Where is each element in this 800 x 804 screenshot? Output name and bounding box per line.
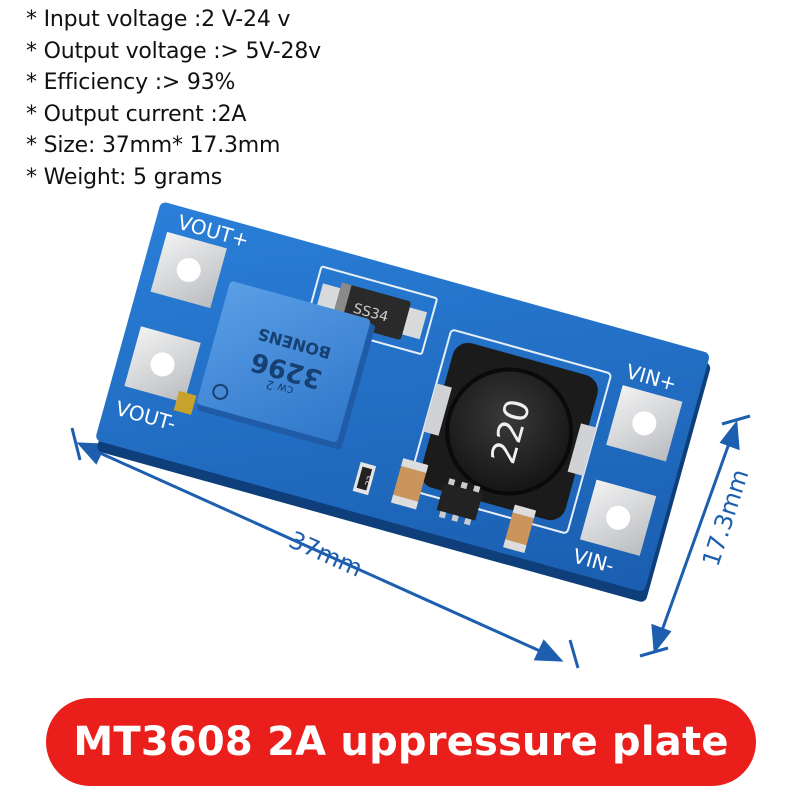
- length-label: 37mm: [285, 526, 367, 583]
- pcb: VOUT+ VOUT- VIN+ VIN- SS34 3296 BONENS: [96, 202, 711, 602]
- vout-plus-pad: [150, 231, 227, 309]
- capacitor-1: [390, 458, 429, 510]
- vin-plus-pad: [606, 385, 683, 462]
- potentiometer: 3296 BONENS cw 2: [173, 281, 375, 450]
- spec-output-voltage: * Output voltage :> 5V-28v: [26, 38, 321, 64]
- capacitor-2: [503, 504, 537, 553]
- spec-efficiency: * Efficiency :> 93%: [26, 70, 236, 95]
- title-banner: MT3608 2A uppressure plate: [46, 698, 756, 786]
- ic-mt3608: [436, 478, 483, 526]
- vin-minus-pad: [579, 479, 657, 556]
- spec-size: * Size: 37mm* 17.3mm: [26, 133, 281, 158]
- resistor-marking: 22: [364, 475, 375, 487]
- spec-output-current: * Output current :2A: [26, 101, 247, 127]
- spec-list: * Input voltage :2 V-24 v * Output volta…: [26, 4, 321, 193]
- resistor: 22: [352, 461, 377, 496]
- width-dimension: [639, 414, 751, 658]
- adjust-screw-icon: [212, 383, 229, 400]
- vout-minus-pad: [124, 326, 201, 403]
- banner-title: MT3608 2A uppressure plate: [73, 719, 729, 765]
- inductor: 220: [420, 342, 598, 521]
- spec-input-voltage: * Input voltage :2 V-24 v: [26, 7, 291, 32]
- length-dimension: [70, 427, 580, 669]
- width-label: 17.3mm: [697, 466, 755, 570]
- spec-weight: * Weight: 5 grams: [26, 164, 223, 190]
